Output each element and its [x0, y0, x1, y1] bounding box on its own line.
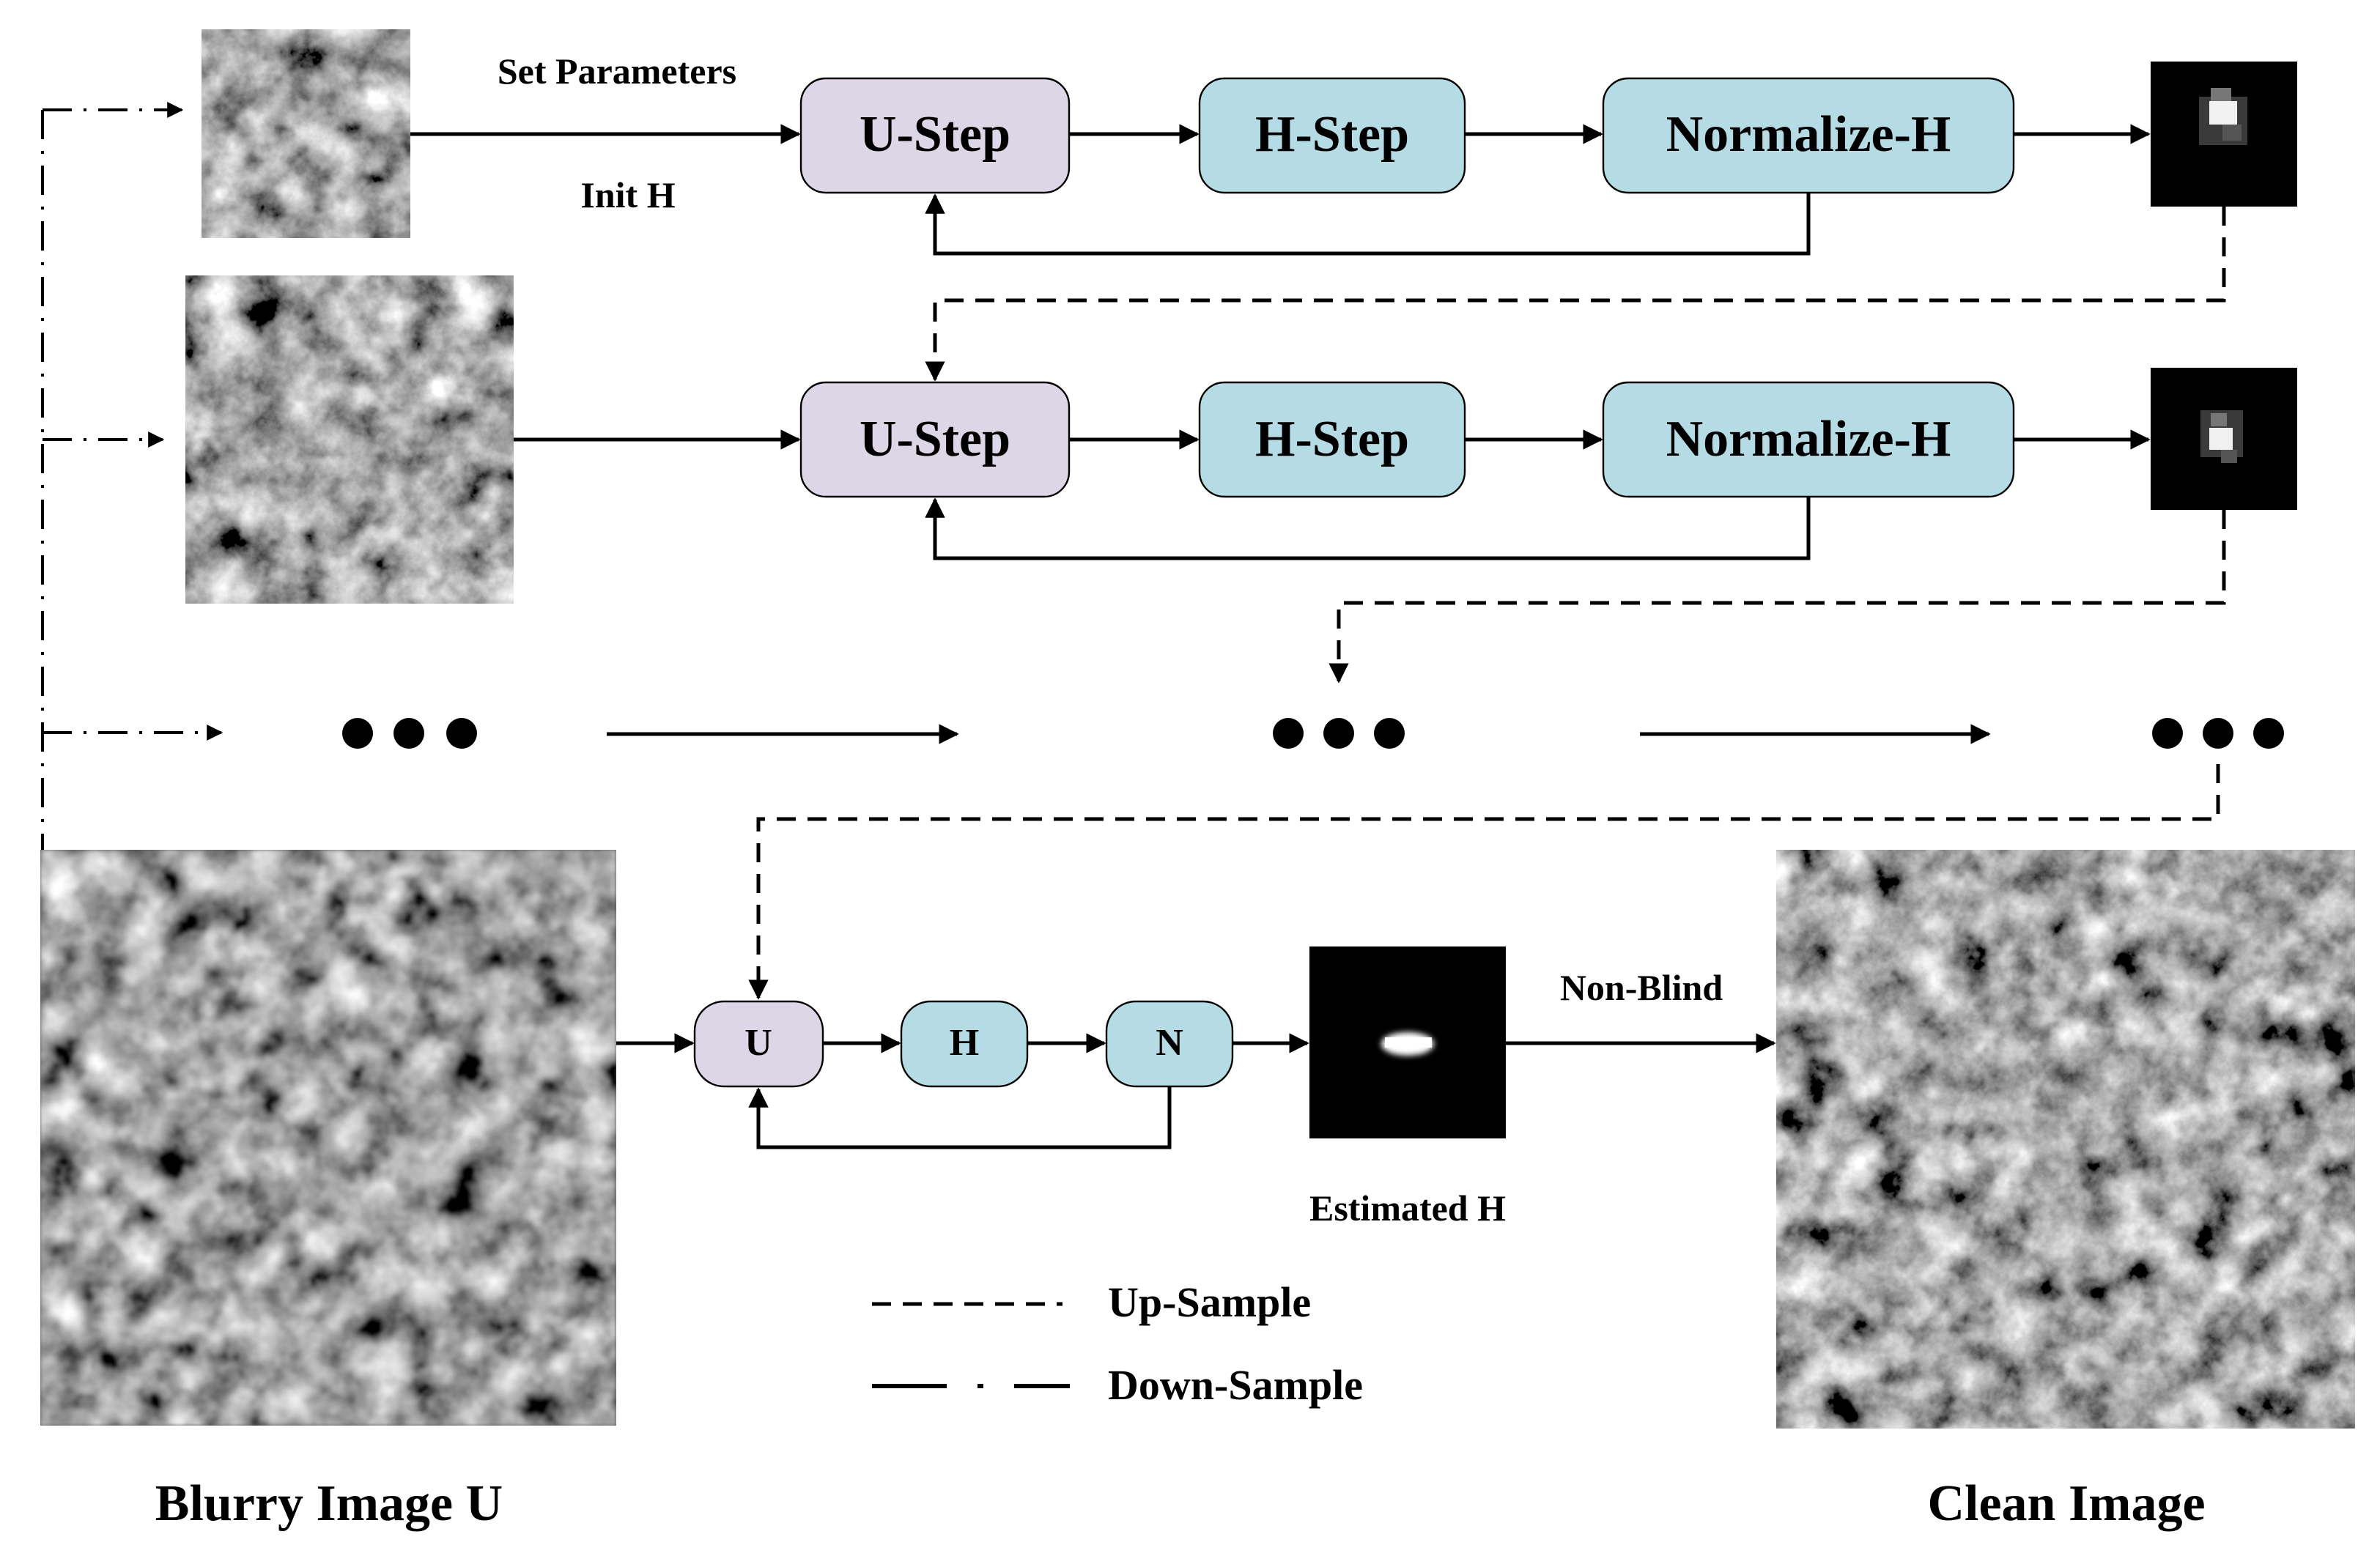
small-terrain-image — [202, 29, 410, 238]
upsample-middle-to-final — [748, 764, 2220, 1000]
row2-u-step-label: U-Step — [860, 411, 1010, 467]
arrow-r2-feedback — [925, 497, 1811, 560]
medium-terrain-image — [185, 275, 514, 604]
arrow-final-feedback — [748, 1086, 1172, 1149]
upsample-kernel2-to-middle — [1328, 510, 2226, 683]
down-sample-connectors — [41, 102, 223, 850]
kernel-image-1 — [2151, 62, 2297, 207]
ellipsis-dots-2 — [1273, 718, 1405, 749]
ellipsis-dots-1 — [342, 718, 477, 749]
row2-normalize-h-label: Normalize-H — [1666, 411, 1951, 467]
init-h-label: Init H — [580, 174, 675, 215]
clean-terrain-image — [1776, 850, 2355, 1429]
estimated-h-label: Estimated H — [1309, 1188, 1506, 1229]
non-blind-label: Non-Blind — [1560, 967, 1723, 1008]
solid-connectors — [410, 124, 2151, 1149]
legend-down-sample-label: Down-Sample — [1108, 1361, 1363, 1409]
kernel-image-final — [1309, 946, 1506, 1138]
upsample-kernel1-to-row2 — [925, 207, 2226, 382]
blurry-image-label: Blurry Image U — [155, 1475, 503, 1532]
row1-normalize-h-label: Normalize-H — [1666, 106, 1951, 163]
legend-up-sample-label: Up-Sample — [1108, 1278, 1311, 1326]
clean-image-label: Clean Image — [1927, 1475, 2205, 1532]
row2-h-step-label: H-Step — [1255, 411, 1409, 467]
final-n-label: N — [1156, 1022, 1183, 1064]
final-u-label: U — [744, 1022, 772, 1064]
final-h-label: H — [950, 1022, 979, 1064]
kernel-image-2 — [2151, 368, 2297, 510]
row1-h-step-label: H-Step — [1255, 106, 1409, 163]
arrow-r1-feedback — [925, 193, 1811, 256]
set-parameters-label: Set Parameters — [498, 51, 736, 92]
ellipsis-dots-3 — [2152, 718, 2284, 749]
legend: Up-Sample Down-Sample — [872, 1278, 1363, 1409]
row1-u-step-label: U-Step — [860, 106, 1010, 163]
blurry-terrain-image — [40, 850, 616, 1426]
up-sample-connectors — [748, 207, 2226, 1000]
